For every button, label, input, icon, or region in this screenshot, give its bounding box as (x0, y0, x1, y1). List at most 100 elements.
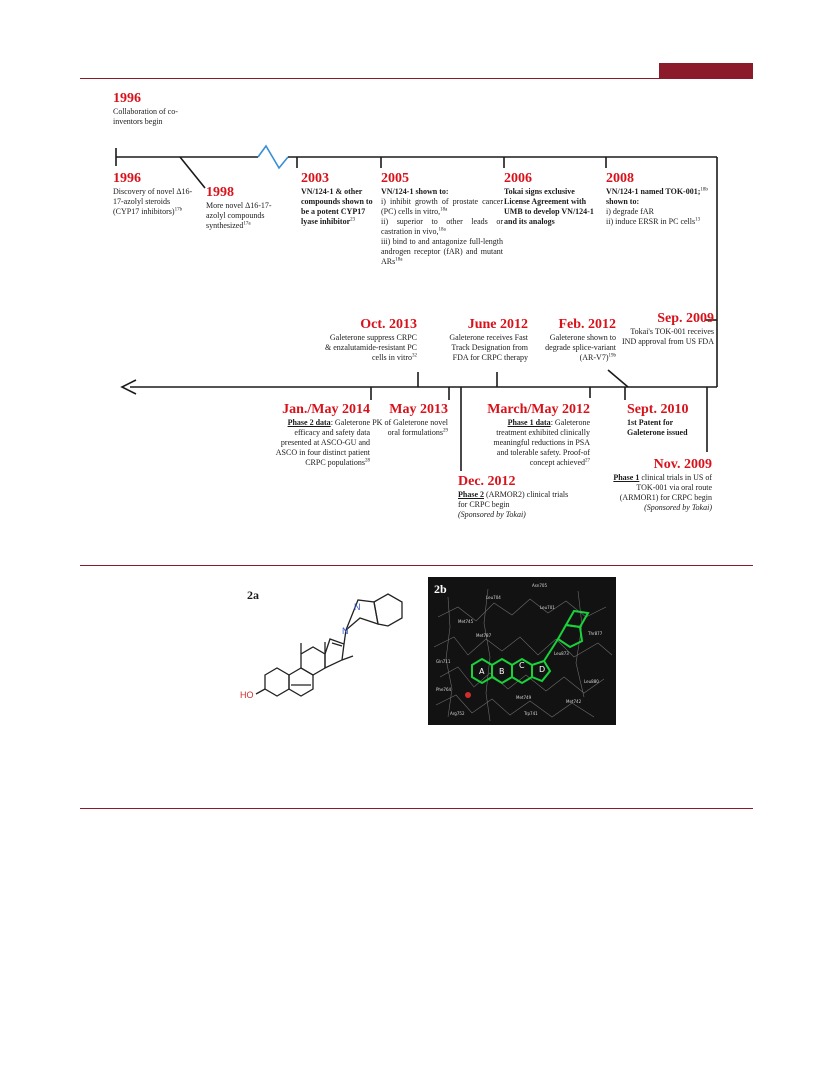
residue-label: Arg752 (450, 711, 465, 716)
header-rule (80, 78, 753, 79)
residue-label: Leu873 (554, 651, 569, 656)
event-oct-2013: Oct. 2013 Galeterone suppress CRPC & enz… (325, 316, 417, 363)
event-1998: 1998 More novel Δ16-17-azolyl compounds … (206, 184, 288, 231)
event-1996-discovery: 1996 Discovery of novel Δ16-17-azolyl st… (113, 170, 195, 217)
residue-label: Met749 (516, 695, 532, 700)
event-lead: Phase 2 data (287, 418, 331, 427)
event-year: Nov. 2009 (653, 457, 712, 472)
event-text: PK of Galeterone novel oral formulations (372, 418, 448, 437)
event-text: More novel Δ16-17-azolyl compounds synth… (206, 201, 272, 230)
event-sept-2010: Sept. 2010 1st Patent for Galeterone iss… (627, 401, 711, 438)
event-year: 2005 (381, 171, 409, 186)
event-year: 2008 (606, 171, 634, 186)
residue-label: Thr877 (588, 631, 603, 636)
event-lead: Phase 1 (613, 473, 640, 482)
event-dec-2012: Dec. 2012 Phase 2 (ARMOR2) clinical tria… (458, 473, 570, 520)
event-item: ii) superior to other leads or castratio… (381, 217, 503, 236)
event-ref: 17b (174, 207, 183, 213)
event-may-2013: May 2013 PK of Galeterone novel oral for… (372, 401, 448, 438)
event-year: Oct. 2013 (360, 317, 417, 332)
ring-label-c: C (519, 661, 525, 670)
event-1996-collaboration: 1996 Collaboration of co-inventors begin (113, 90, 193, 127)
event-year: May 2013 (389, 402, 448, 417)
nitrogen-label-1: N (354, 602, 361, 612)
timeline-lines (115, 144, 718, 471)
event-year: Feb. 2012 (558, 317, 616, 332)
hydroxyl-label: HO (240, 690, 254, 700)
event-text: 1st Patent for Galeterone issued (627, 418, 688, 437)
event-year: Sept. 2010 (627, 402, 689, 417)
event-year: Dec. 2012 (458, 474, 516, 489)
event-2003: 2003 VN/124-1 & other compounds shown to… (301, 170, 379, 227)
ring-label-d: D (539, 665, 546, 674)
event-ref: 27 (585, 458, 590, 464)
event-lead: Phase 2 (458, 490, 484, 499)
event-ref: 18a (440, 207, 448, 213)
event-text: Galeterone receives Fast Track Designati… (449, 333, 528, 362)
event-lead: Phase 1 data (507, 418, 551, 427)
event-text: VN/124-1 & other compounds shown to be a… (301, 187, 373, 226)
event-text: Galeterone shown to degrade splice-varia… (545, 333, 616, 362)
event-text: Discovery of novel Δ16-17-azolyl steroid… (113, 187, 193, 216)
event-text: Collaboration of co-inventors begin (113, 107, 178, 126)
residue-label: Leu701 (540, 605, 555, 610)
event-intro: VN/124-1 named TOK-001; (606, 187, 701, 196)
residue-label: Asn705 (532, 583, 547, 588)
event-text: (ARMOR2) clinical trials for CRPC begin (458, 490, 569, 509)
section-divider-top (80, 565, 753, 566)
event-ref: 28 (365, 458, 370, 464)
event-year: Sep. 2009 (657, 311, 714, 326)
event-june-2012: June 2012 Galeterone receives Fast Track… (436, 316, 528, 363)
event-text: : Galeterone treatment exhibited clinica… (493, 418, 590, 467)
event-year: March/May 2012 (487, 402, 590, 417)
event-ref: 32 (412, 353, 417, 359)
event-ref: 18b (700, 187, 708, 193)
event-item: iii) bind to and antagonize full-length … (381, 237, 503, 266)
figure-2b-docking-image: 2b A B C D Asn705 Leu704 Met745 Leu701 M… (428, 577, 616, 725)
event-2005: 2005 VN/124-1 shown to: i) inhibit growt… (381, 170, 503, 267)
event-year: Jan./May 2014 (282, 402, 370, 417)
event-text: : Galeterone efficacy and safety data pr… (275, 418, 370, 467)
event-text: Tokai signs exclusive License Agreement … (504, 187, 594, 226)
event-text: Galeterone suppress CRPC & enzalutamide-… (325, 333, 417, 362)
event-ref: 18a (438, 227, 446, 233)
event-text: Tokai's TOK-001 receives IND approval fr… (622, 327, 714, 346)
event-2006: 2006 Tokai signs exclusive License Agree… (504, 170, 596, 227)
event-intro-2: shown to: (606, 197, 640, 206)
section-divider-bottom (80, 808, 753, 809)
event-intro: VN/124-1 shown to: (381, 187, 449, 196)
residue-label: Met787 (476, 633, 492, 638)
event-note: (Sponsored by Tokai) (644, 503, 712, 512)
event-2008: 2008 VN/124-1 named TOK-001;18b shown to… (606, 170, 718, 227)
event-ref: 29 (443, 428, 448, 434)
event-ref: 18a (395, 257, 403, 263)
event-jan-may-2014: Jan./May 2014 Phase 2 data: Galeterone e… (270, 401, 370, 468)
residue-label: Phe764 (436, 687, 452, 692)
event-year: 1996 (113, 91, 141, 106)
residue-label: Gln711 (436, 659, 451, 664)
event-ref: 17a (243, 221, 251, 227)
event-year: 2003 (301, 171, 329, 186)
residue-label: Leu880 (584, 679, 599, 684)
residue-label: Met745 (458, 619, 474, 624)
residue-label: Leu704 (486, 595, 501, 600)
galeterone-structure: N N HO (240, 593, 403, 700)
event-nov-2009: Nov. 2009 Phase 1 clinical trials in US … (598, 456, 712, 513)
docking-mesh (433, 588, 613, 722)
header-tab (659, 63, 753, 78)
ring-label-a: A (479, 667, 485, 676)
event-feb-2012: Feb. 2012 Galeterone shown to degrade sp… (538, 316, 616, 363)
ring-label-b: B (499, 667, 505, 676)
event-note: (Sponsored by Tokai) (458, 510, 526, 519)
event-item: i) degrade fAR (606, 207, 654, 216)
event-item: i) inhibit growth of prostate cancer (PC… (381, 197, 503, 216)
event-ref: 13 (695, 217, 701, 223)
event-year: 1996 (113, 171, 141, 186)
event-item: ii) induce ERSR in PC cells (606, 217, 696, 226)
event-march-may-2012: March/May 2012 Phase 1 data: Galeterone … (482, 401, 590, 468)
residue-label: Trp741 (524, 711, 538, 716)
event-year: June 2012 (467, 317, 528, 332)
event-text: clinical trials in US of TOK-001 via ora… (619, 473, 712, 502)
figure-2b-label: 2b (434, 582, 447, 596)
event-ref: 23 (350, 217, 356, 223)
